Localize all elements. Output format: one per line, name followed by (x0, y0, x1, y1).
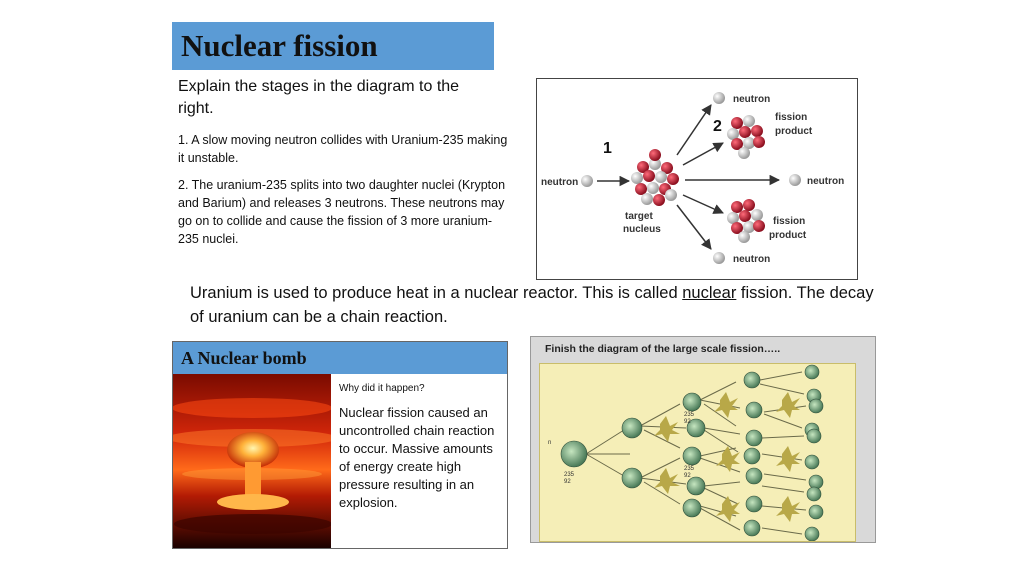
incoming-neutron (581, 175, 593, 187)
page-title: Nuclear fission (181, 28, 378, 63)
chain-reaction-panel: Finish the diagram of the large scale fi… (530, 336, 876, 543)
label-target: target (625, 211, 653, 222)
chain-label-235-c: 235 (684, 466, 695, 472)
arrow-to-top-product (682, 142, 724, 166)
top-neutron (713, 92, 725, 104)
chain-label-92-c: 92 (684, 473, 691, 479)
top-fission-product (727, 115, 765, 159)
chain-label-n: n (548, 440, 551, 446)
label-product-bottom: product (769, 230, 807, 241)
target-nucleus (631, 149, 679, 206)
bottom-fission-product (727, 199, 765, 243)
main-text-part-1: Uranium is used to produce heat in a nuc… (190, 284, 683, 302)
chain-label-92-b: 92 (684, 419, 691, 425)
bomb-question: Why did it happen? (339, 383, 425, 394)
chain-reaction-diagram: n 235 92 235 92 235 92 (539, 363, 856, 542)
label-neutron-bottom: neutron (733, 254, 770, 265)
arrow-to-bottom-product (682, 194, 724, 214)
title-banner: Nuclear fission (172, 22, 494, 70)
main-text-underlined: nuclear (682, 284, 737, 302)
arrow-to-top-neutron (676, 104, 712, 156)
label-fission-top: fission (775, 112, 807, 123)
label-nucleus: nucleus (623, 224, 661, 235)
step-1-text: 1. A slow moving neutron collides with U… (178, 133, 508, 165)
chain-label-235-a: 235 (564, 472, 575, 478)
label-neutron-in: neutron (541, 177, 578, 188)
fission-diagram-svg: neutron target nucleus neutron fission p… (541, 92, 844, 265)
right-neutron (789, 174, 801, 186)
chain-reaction-svg: n 235 92 235 92 235 92 (548, 364, 824, 541)
bottom-neutron (713, 252, 725, 264)
fission-diagram: neutron target nucleus neutron fission p… (536, 78, 858, 280)
chain-label-92-a: 92 (564, 479, 571, 485)
step-2-text: 2. The uranium-235 splits into two daugh… (178, 178, 506, 246)
chain-reaction-instruction: Finish the diagram of the large scale fi… (545, 343, 781, 355)
label-fission-bottom: fission (773, 216, 805, 227)
nuclear-bomb-panel: A Nuclear bomb (172, 341, 508, 549)
label-neutron-right: neutron (807, 176, 844, 187)
mushroom-cloud-image (173, 374, 331, 548)
arrow-to-bottom-neutron (676, 204, 712, 250)
marker-2: 2 (713, 118, 722, 135)
chain-label-235-b: 235 (684, 412, 695, 418)
bomb-header: A Nuclear bomb (173, 342, 507, 374)
bomb-answer: Nuclear fission caused an uncontrolled c… (339, 405, 495, 510)
marker-1: 1 (603, 140, 612, 157)
intro-text: Explain the stages in the diagram to the… (178, 78, 460, 117)
label-product-top: product (775, 126, 813, 137)
label-neutron-top: neutron (733, 94, 770, 105)
bomb-header-title: A Nuclear bomb (181, 348, 307, 368)
main-text-part-2: fission. The decay of uranium can be a c… (190, 284, 874, 326)
mushroom-cloud-svg (173, 374, 331, 548)
main-statement: Uranium is used to produce heat in a nuc… (190, 281, 890, 329)
